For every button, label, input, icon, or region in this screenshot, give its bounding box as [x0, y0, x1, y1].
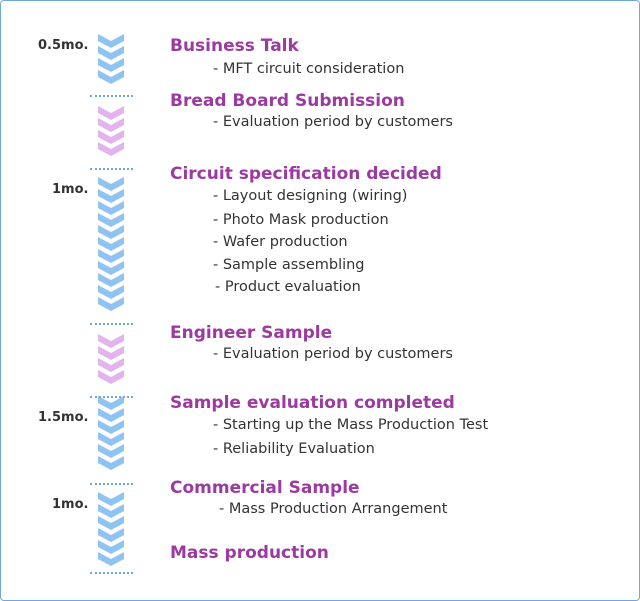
chevron-down-icon: [98, 504, 124, 518]
chevron-down-icon: [98, 201, 124, 215]
chevron-down-icon: [98, 261, 124, 275]
stage-title: Commercial Sample: [170, 478, 360, 498]
chevron-down-icon: [98, 225, 124, 239]
chevron-down-icon: [98, 370, 124, 384]
chevron-down-icon: [98, 142, 124, 156]
chevron-down-icon: [98, 408, 124, 422]
chevron-down-icon: [98, 285, 124, 299]
chevron-down-icon: [98, 237, 124, 251]
separator-line: [90, 396, 133, 398]
chevron-down-icon: [98, 444, 124, 458]
chevron-down-icon: [98, 420, 124, 434]
chevron-down-icon: [98, 516, 124, 530]
chevron-down-icon: [98, 106, 124, 120]
chevron-down-icon: [98, 177, 124, 191]
chevron-down-icon: [98, 130, 124, 144]
stage-title: Bread Board Submission: [170, 91, 405, 111]
chevron-down-icon: [98, 456, 124, 470]
stage-step: - MFT circuit consideration: [213, 61, 405, 77]
chevron-down-icon: [98, 432, 124, 446]
chevron-down-icon: [98, 70, 124, 84]
chevron-down-icon: [98, 46, 124, 60]
chevron-down-icon: [98, 213, 124, 227]
duration-label: 1.5mo.: [38, 410, 89, 425]
separator-line: [90, 323, 133, 325]
chevron-down-icon: [98, 540, 124, 554]
chevron-down-icon: [98, 58, 124, 72]
chevron-down-icon: [98, 334, 124, 348]
stage-title: Business Talk: [170, 36, 299, 56]
chevron-down-icon: [98, 249, 124, 263]
separator-line: [90, 483, 133, 485]
chevron-down-icon: [98, 297, 124, 311]
stage-step: - Evaluation period by customers: [213, 346, 453, 362]
chevron-down-icon: [98, 552, 124, 566]
stage-step: - Reliability Evaluation: [213, 441, 375, 457]
chevron-down-icon: [98, 189, 124, 203]
stage-step: - Wafer production: [213, 234, 348, 250]
stage-title: Sample evaluation completed: [170, 393, 455, 413]
separator-line: [90, 168, 133, 170]
stage-title: Mass production: [170, 543, 329, 563]
chevron-down-icon: [98, 396, 124, 410]
chevron-down-icon: [98, 492, 124, 506]
chevron-down-icon: [98, 118, 124, 132]
chevron-down-icon: [98, 358, 124, 372]
separator-line: [90, 95, 133, 97]
duration-label: 1mo.: [52, 497, 89, 512]
duration-label: 0.5mo.: [38, 38, 89, 53]
stage-step: - Starting up the Mass Production Test: [213, 417, 489, 433]
chevron-down-icon: [98, 34, 124, 48]
stage-step: - Product evaluation: [215, 279, 361, 295]
chevron-down-icon: [98, 346, 124, 360]
duration-label: 1mo.: [52, 182, 89, 197]
stage-step: - Sample assembling: [213, 257, 365, 273]
chevron-down-icon: [98, 273, 124, 287]
stage-step: - Evaluation period by customers: [213, 114, 453, 130]
separator-line: [90, 572, 133, 574]
stage-step: - Mass Production Arrangement: [219, 501, 448, 517]
stage-title: Engineer Sample: [170, 323, 333, 343]
stage-step: - Photo Mask production: [213, 212, 389, 228]
stage-step: - Layout designing (wiring): [213, 188, 408, 204]
chevron-down-icon: [98, 528, 124, 542]
stage-title: Circuit specification decided: [170, 164, 442, 184]
